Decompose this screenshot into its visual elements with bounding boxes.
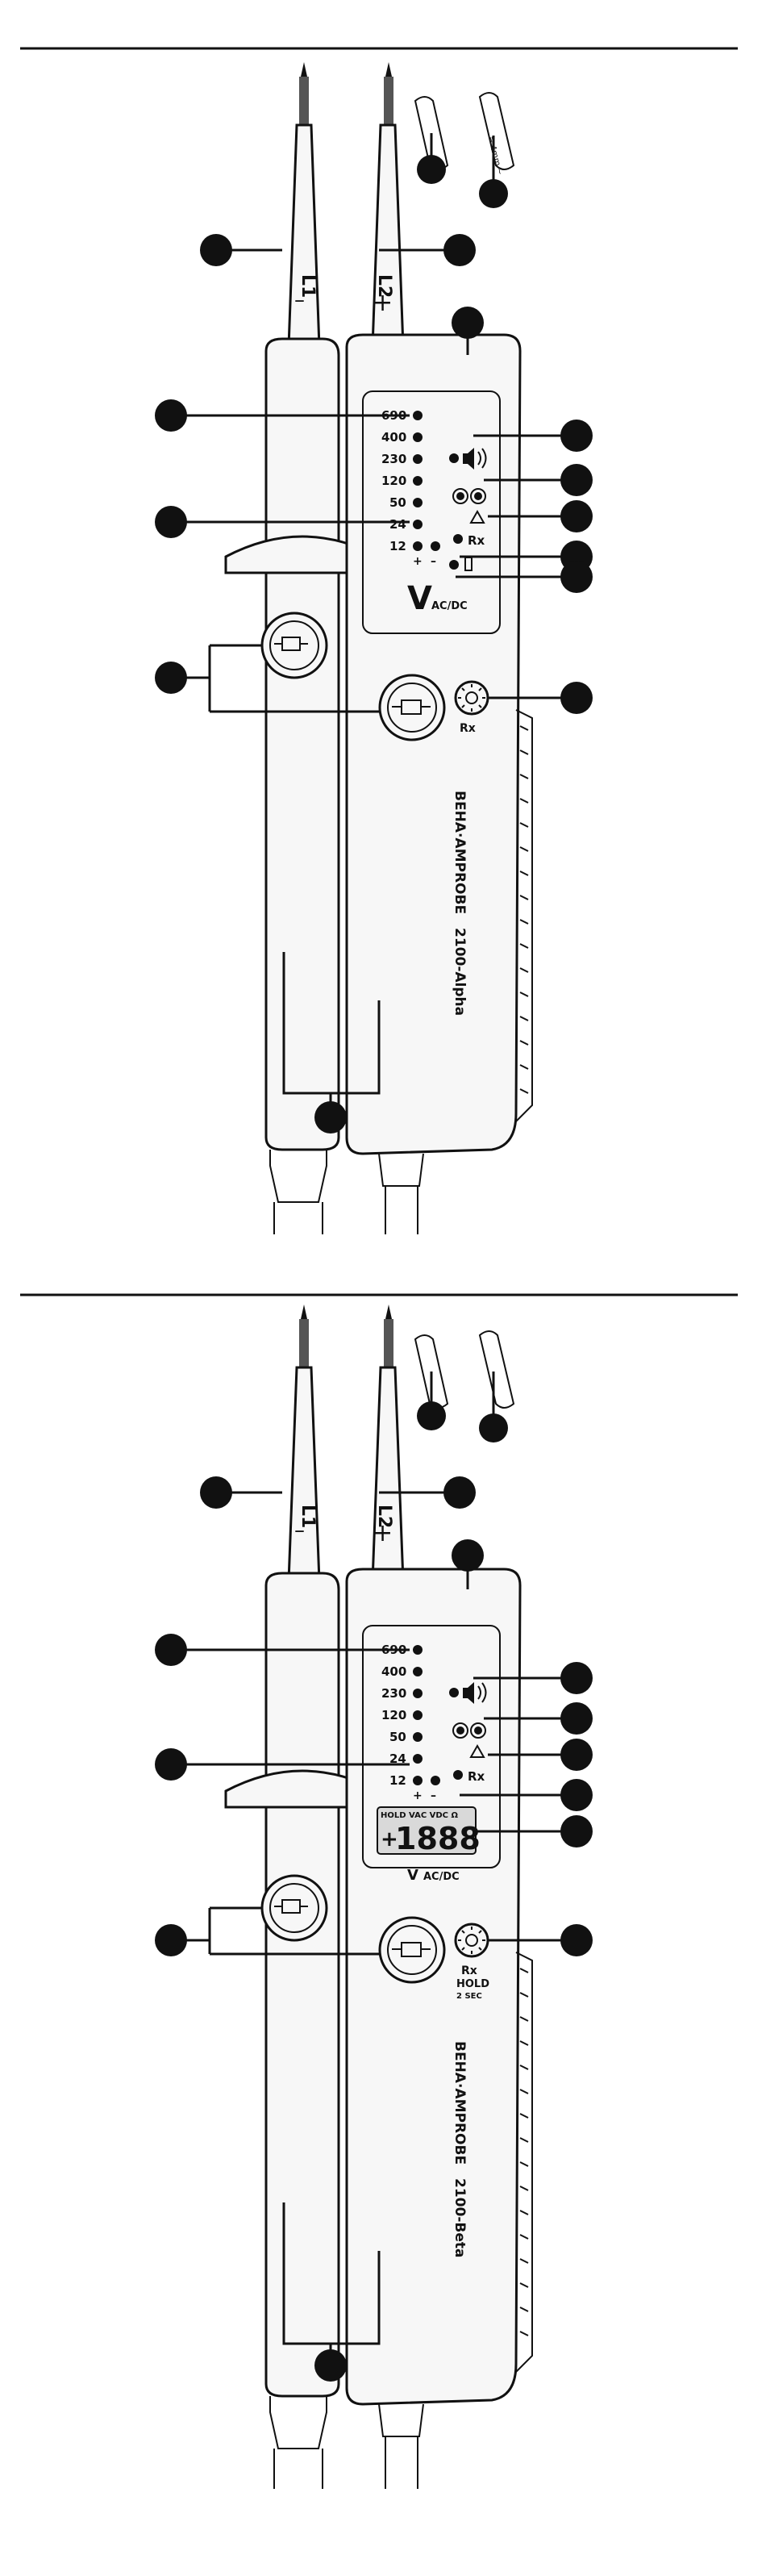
callout-marker (479, 1413, 508, 1442)
tester-diagram-alpha: ≡ 4mm ~ L1 – L2 + 69 (0, 0, 766, 1259)
brand-logo: BEHA·AMPROBE (452, 791, 468, 914)
callout-marker (155, 1748, 187, 1781)
callout-marker (200, 1476, 232, 1509)
callout-marker (479, 179, 508, 208)
rx-button-label: Rx (461, 1964, 477, 1977)
callout-marker (560, 464, 593, 496)
probe-L1-sign: – (294, 288, 305, 312)
callout-marker (443, 1476, 476, 1509)
battery-led (449, 560, 459, 570)
rx-led (453, 1770, 463, 1780)
buzzer-led (449, 1688, 459, 1697)
callout-marker (417, 155, 446, 184)
test-button-right[interactable] (380, 675, 444, 740)
v-label: V (407, 580, 432, 617)
callout-marker (200, 234, 232, 266)
v-sub-label: AC/DC (431, 600, 468, 612)
polarity-plus: + (413, 555, 423, 568)
level-12: 12 (389, 539, 406, 553)
callout-marker (560, 1702, 593, 1735)
main-body-alpha (347, 335, 532, 1234)
callout-marker (560, 420, 593, 452)
callout-marker (560, 1924, 593, 1956)
brand-text: BEHA·AMPROBE (452, 2041, 468, 2165)
polarity-minus: – (431, 555, 436, 568)
callout-marker (155, 662, 187, 694)
polarity-plus: + (413, 1789, 423, 1802)
probe-L2: L2 + (373, 62, 403, 347)
level-120: 120 (381, 1708, 406, 1722)
level-400: 400 (381, 430, 406, 445)
level-50: 50 (389, 495, 406, 510)
rx-button-label: Rx (460, 722, 476, 735)
hold-button-label: HOLD (456, 1978, 489, 1990)
probe-L2-sign: + (373, 289, 393, 317)
callout-marker (560, 1739, 593, 1771)
v-label: V (407, 1867, 418, 1884)
callout-marker (314, 1101, 347, 1134)
brand-logo: BEHA·AMPROBE (452, 2041, 468, 2165)
probe-L2: L2 + (373, 1305, 403, 1581)
main-body-beta (347, 1569, 532, 2489)
probe-cap-threaded (480, 1331, 514, 1408)
level-120: 120 (381, 474, 406, 488)
model-label: 2100-Beta (452, 2178, 468, 2257)
probe-L1-sign: – (294, 1518, 305, 1543)
lcd-flags: HOLD VAC VDC Ω (381, 1811, 459, 1820)
level-400: 400 (381, 1664, 406, 1679)
test-button-right[interactable] (380, 1918, 444, 1982)
svg-text:≡ 4mm ~: ≡ 4mm ~ (485, 136, 504, 176)
callout-marker (155, 506, 187, 538)
callout-marker (155, 399, 187, 432)
callout-marker (417, 1401, 446, 1430)
callout-marker (314, 2349, 347, 2382)
model-text: 2100-Beta (452, 2178, 468, 2257)
level-230: 230 (381, 452, 406, 466)
callout-marker (560, 1662, 593, 1694)
model-label: 2100-Alpha (452, 928, 468, 1016)
rx-label: Rx (468, 1769, 485, 1784)
callout-marker (155, 1924, 187, 1956)
callout-marker (443, 234, 476, 266)
lcd-digits: 1888 (395, 1821, 481, 1856)
callout-marker (560, 500, 593, 532)
probe-L1: L1 – (289, 1305, 319, 1581)
figure-beta: L1 – L2 + 690 400 230 120 50 24 12 (0, 1259, 766, 2576)
figure-alpha: ≡ 4mm ~ L1 – L2 + 69 (0, 0, 766, 1259)
v-sub-label: AC/DC (423, 1871, 460, 1883)
callout-marker (452, 307, 484, 339)
buzzer-led (449, 453, 459, 463)
probe-cap-threaded: ≡ 4mm ~ (480, 93, 514, 176)
callout-marker (155, 1634, 187, 1666)
level-230: 230 (381, 1686, 406, 1701)
polarity-minus: – (431, 1789, 436, 1802)
callout-marker (560, 682, 593, 714)
rx-label: Rx (468, 533, 485, 548)
callout-marker (452, 1539, 484, 1572)
level-24: 24 (389, 517, 406, 532)
model-text: 2100-Alpha (452, 928, 468, 1016)
brand-text: BEHA·AMPROBE (452, 791, 468, 914)
hold-duration-label: 2 SEC (456, 1992, 482, 2001)
rx-led (453, 534, 463, 544)
level-12: 12 (389, 1773, 406, 1788)
level-50: 50 (389, 1730, 406, 1744)
callout-marker (560, 1815, 593, 1847)
callout-marker (560, 1779, 593, 1811)
probe-L2-sign: + (373, 1519, 393, 1547)
callout-marker (560, 561, 593, 593)
tester-diagram-beta: L1 – L2 + 690 400 230 120 50 24 12 (0, 1259, 766, 2576)
